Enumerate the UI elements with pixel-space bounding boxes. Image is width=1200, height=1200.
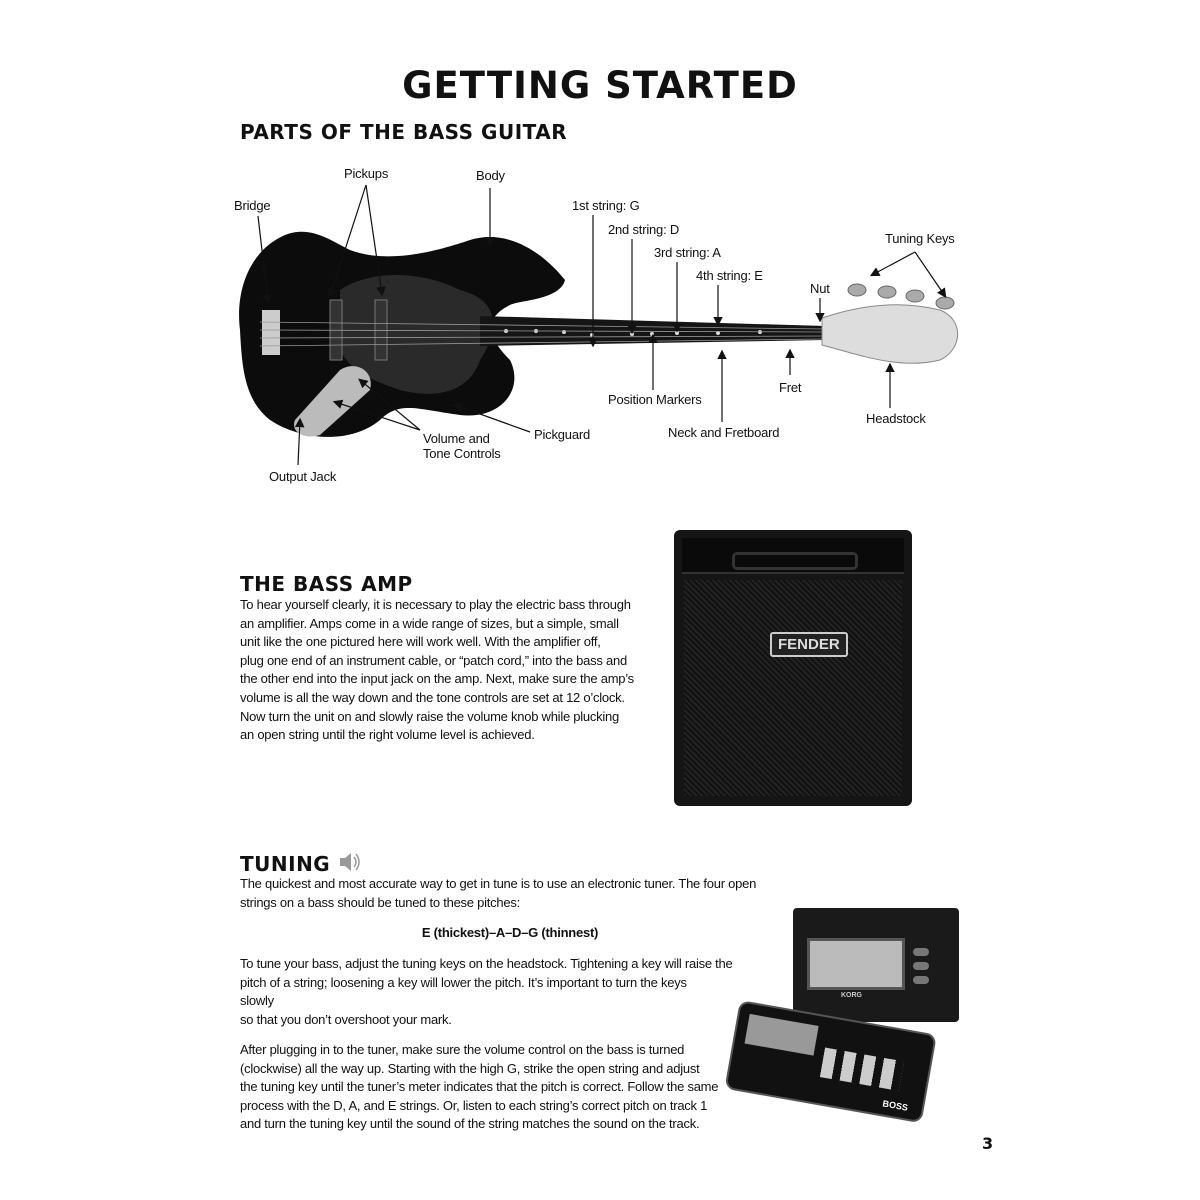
- korg-logo: KORG: [841, 992, 862, 999]
- text-line: unit like the one pictured here will wor…: [240, 634, 601, 650]
- label-pickguard: Pickguard: [534, 427, 591, 442]
- label-fret: Fret: [779, 380, 802, 395]
- amp-heading: THE BASS AMP: [240, 572, 413, 596]
- parts-heading: PARTS OF THE BASS GUITAR: [240, 120, 568, 144]
- callout-arrows: [257, 184, 947, 466]
- label-output-jack: Output Jack: [269, 469, 337, 484]
- text-line: so that you don’t overshoot your mark.: [240, 1011, 452, 1027]
- amp-image: FENDER: [674, 530, 912, 806]
- korg-tuner-image: KORG: [793, 908, 959, 1022]
- text-line: process with the D, A, and E strings. Or…: [240, 1097, 708, 1113]
- label-body: Body: [476, 168, 505, 183]
- label-controls-1: Volume and: [423, 431, 490, 446]
- text-line: pitch of a string; loosening a key will …: [240, 974, 687, 990]
- text-line: an amplifier. Amps come in a wide range …: [240, 615, 619, 631]
- text-line: the other end into the input jack on the…: [240, 671, 634, 687]
- tuning-paragraph-2: To tune your bass, adjust the tuning key…: [240, 955, 733, 1029]
- tuning-intro: The quickest and most accurate way to ge…: [240, 875, 756, 912]
- speaker-audio-icon[interactable]: [338, 851, 362, 878]
- label-tuning-keys: Tuning Keys: [885, 231, 955, 246]
- tuning-paragraph-3: After plugging in to the tuner, make sur…: [240, 1041, 719, 1134]
- text-line: strings on a bass should be tuned to the…: [240, 894, 520, 910]
- text-line: volume is all the way down and the tone …: [240, 689, 625, 705]
- tuning-pitches: E (thickest)–A–D–G (thinnest): [421, 925, 599, 940]
- label-bridge: Bridge: [234, 198, 271, 213]
- text-line: slowly: [240, 993, 274, 1009]
- amp-brand-logo: FENDER: [770, 632, 848, 657]
- text-line: and turn the tuning key until the sound …: [240, 1116, 700, 1132]
- page-number: 3: [982, 1134, 994, 1153]
- text-line: the tuning key until the tuner’s meter i…: [240, 1079, 719, 1095]
- amp-paragraph: To hear yourself clearly, it is necessar…: [240, 596, 634, 745]
- label-string-3: 3rd string: A: [654, 245, 721, 260]
- text-line: an open string until the right volume le…: [240, 727, 535, 743]
- tuning-heading-text: TUNING: [240, 852, 331, 876]
- page-title: GETTING STARTED: [402, 64, 798, 107]
- text-line: To tune your bass, adjust the tuning key…: [240, 956, 733, 971]
- label-nut: Nut: [810, 281, 830, 296]
- boss-logo: BOSS: [881, 1098, 909, 1113]
- text-line: To hear yourself clearly, it is necessar…: [240, 597, 631, 612]
- text-line: (clockwise) all the way up. Starting wit…: [240, 1060, 700, 1076]
- bass-guitar-image: [239, 231, 959, 437]
- label-string-4: 4th string: E: [696, 268, 763, 283]
- label-string-1: 1st string: G: [572, 198, 640, 213]
- label-position-markers: Position Markers: [608, 392, 702, 407]
- label-string-2: 2nd string: D: [608, 222, 680, 237]
- label-neck: Neck and Fretboard: [668, 425, 780, 440]
- text-line: After plugging in to the tuner, make sur…: [240, 1042, 685, 1057]
- tuning-heading: TUNING: [240, 851, 362, 878]
- label-pickups: Pickups: [344, 166, 389, 181]
- text-line: plug one end of an instrument cable, or …: [240, 652, 627, 668]
- text-line: Now turn the unit on and slowly raise th…: [240, 708, 619, 724]
- label-headstock: Headstock: [866, 411, 926, 426]
- text-line: The quickest and most accurate way to ge…: [240, 876, 757, 891]
- label-controls-2: Tone Controls: [423, 446, 501, 461]
